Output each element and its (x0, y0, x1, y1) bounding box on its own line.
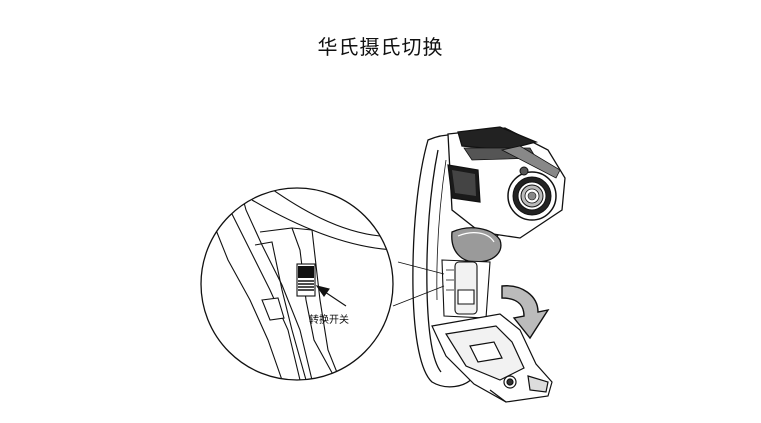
switch-label: 转换开关 (309, 315, 349, 326)
lens-icon (507, 166, 557, 221)
display-screen (447, 164, 481, 203)
callout-arrow-icon (315, 285, 347, 307)
page-title: 华氏摄氏切换 (317, 35, 444, 59)
trigger (451, 227, 502, 263)
battery-compartment (441, 259, 491, 319)
rotation-arrow-icon (501, 285, 550, 340)
battery-door (431, 313, 553, 403)
leader-lines (392, 261, 445, 307)
zoom-detail (200, 187, 394, 381)
